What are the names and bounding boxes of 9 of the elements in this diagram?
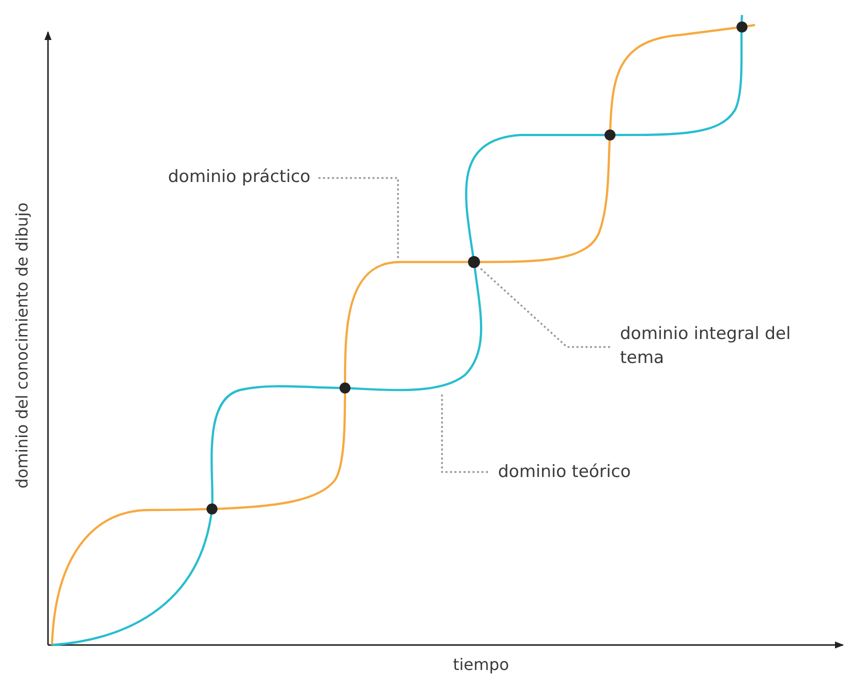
leader-line — [318, 177, 399, 260]
x-axis-title: tiempo — [452, 654, 510, 674]
curve-label: dominio integral del tema — [620, 323, 792, 370]
curve-label: dominio práctico — [168, 166, 310, 189]
intersection-dot — [468, 256, 480, 268]
leader-line — [479, 267, 610, 348]
y-axis-title: dominio del conocimiento de dibujo — [12, 202, 32, 488]
curve-label: dominio teórico — [498, 461, 631, 484]
leader-line — [441, 393, 488, 473]
